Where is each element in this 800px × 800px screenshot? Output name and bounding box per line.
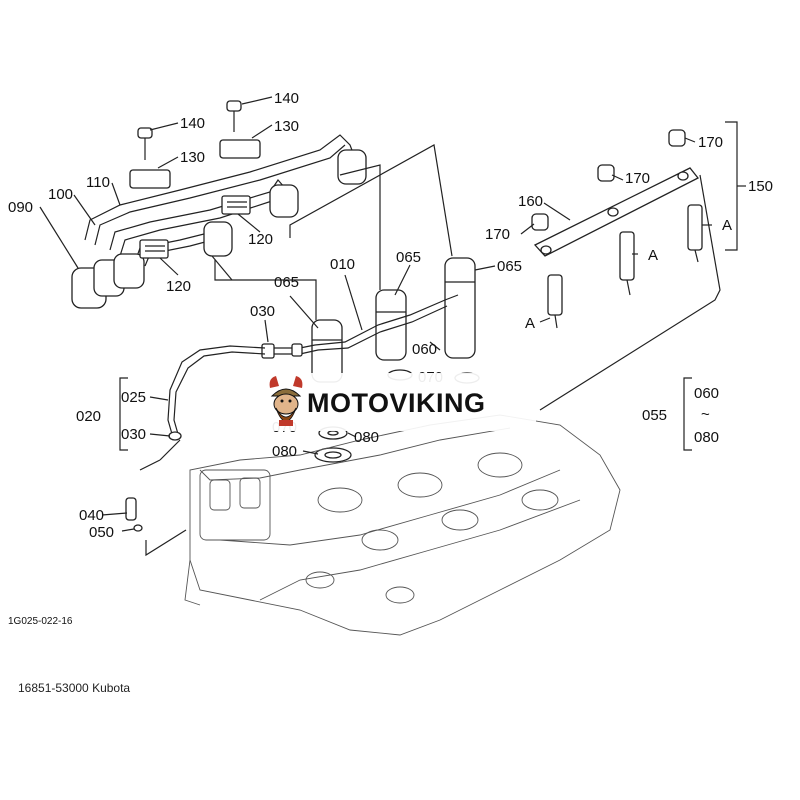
cylinder-head <box>184 414 621 636</box>
label-040: 040 <box>79 507 104 524</box>
label-080-r: 080 <box>694 429 719 446</box>
label-010: 010 <box>330 256 355 273</box>
return-hose <box>139 345 266 471</box>
label-tilde: ~ <box>701 406 710 423</box>
glow-plugs <box>547 204 703 329</box>
label-065-a: 065 <box>274 274 299 291</box>
injection-pipe-assembly <box>84 134 356 267</box>
glow-plug-lead <box>533 167 700 257</box>
clamp-bolts <box>137 100 242 160</box>
label-a-3: A <box>722 217 732 234</box>
pipe-fitting-nuts-left <box>71 149 367 309</box>
drawing-code: 1G025-022-16 <box>8 616 73 627</box>
label-130-b: 130 <box>274 118 299 135</box>
label-a-2: A <box>648 247 658 264</box>
brackets <box>119 121 746 451</box>
watermark: MOTOVIKING <box>258 373 536 431</box>
label-170-c: 170 <box>698 134 723 151</box>
viking-mascot-icon <box>269 376 303 426</box>
label-050: 050 <box>89 524 114 541</box>
label-025: 025 <box>121 389 146 406</box>
label-120-a: 120 <box>166 278 191 295</box>
label-020: 020 <box>76 408 101 425</box>
glow-plug-nuts <box>531 129 686 231</box>
label-030-a: 030 <box>250 303 275 320</box>
label-170-b: 170 <box>625 170 650 187</box>
label-030-b: 030 <box>121 426 146 443</box>
label-060: 060 <box>412 341 437 358</box>
label-100: 100 <box>48 186 73 203</box>
label-065-c: 065 <box>497 258 522 275</box>
part-caption: 16851-53000 Kubota <box>18 681 130 695</box>
label-060-r: 060 <box>694 385 719 402</box>
label-080-a: 080 <box>272 443 297 460</box>
pipe-clamp-clips <box>129 139 261 259</box>
label-130-a: 130 <box>180 149 205 166</box>
banjo-bolt <box>125 497 143 532</box>
label-140-b: 140 <box>274 90 299 107</box>
label-065-b: 065 <box>396 249 421 266</box>
watermark-text: MOTOVIKING <box>307 388 486 418</box>
label-170-a: 170 <box>485 226 510 243</box>
label-140-a: 140 <box>180 115 205 132</box>
label-110: 110 <box>86 174 110 191</box>
part-labels: 140 140 130 130 110 100 090 120 120 065 … <box>8 90 773 541</box>
leader-lines <box>39 96 721 557</box>
label-120-b: 120 <box>248 231 273 248</box>
label-a-1: A <box>525 315 535 332</box>
label-055: 055 <box>642 407 667 424</box>
label-150: 150 <box>748 178 773 195</box>
label-160: 160 <box>518 193 543 210</box>
label-090: 090 <box>8 199 33 216</box>
label-080-b: 080 <box>354 429 379 446</box>
